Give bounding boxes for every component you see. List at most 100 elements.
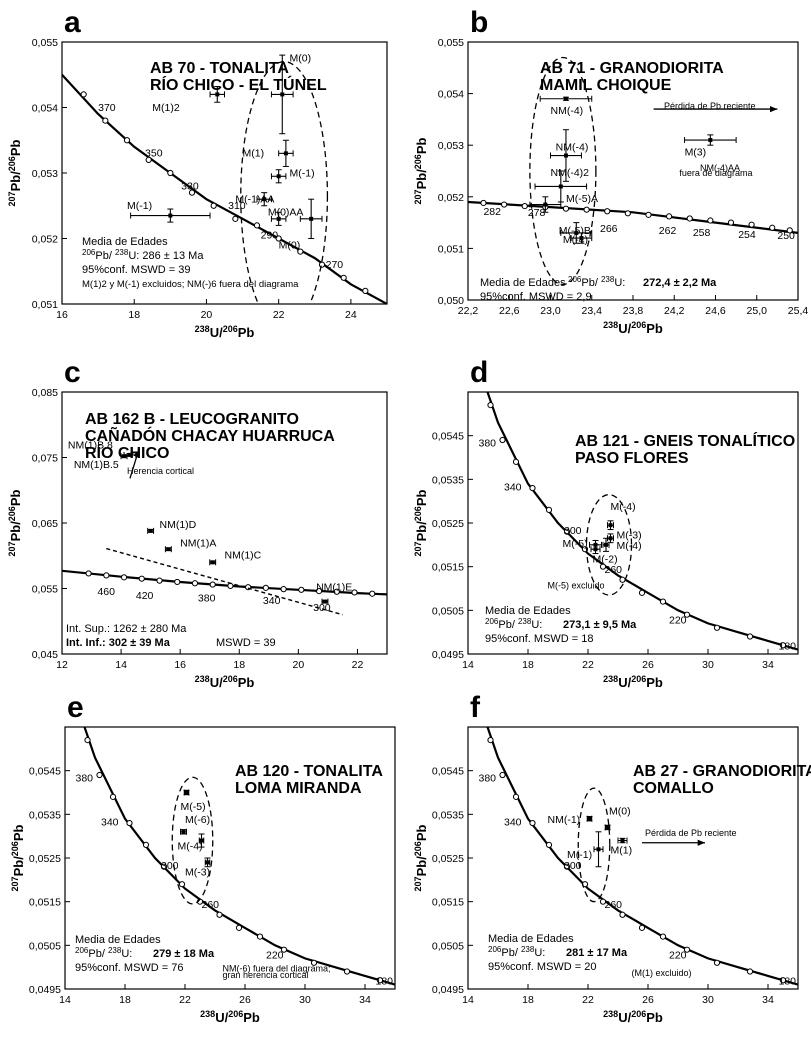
age-note-sup: 206: [485, 617, 499, 626]
point-label: M(-3): [617, 529, 642, 541]
x-axis-label-part: 238: [603, 674, 618, 684]
concordia-age-marker: [683, 946, 691, 953]
point-marker: [276, 174, 281, 179]
concordia-age-marker: [499, 436, 506, 444]
concordia-age-marker: [619, 911, 626, 918]
concordia-age-marker: [188, 189, 196, 196]
data-point: [183, 789, 190, 796]
concordia-curve: [486, 727, 798, 986]
age-note-sup: 206: [75, 946, 89, 955]
point-label: M(0): [609, 805, 631, 817]
concordia-age-marker: [80, 91, 87, 98]
data-point: [198, 833, 205, 848]
data-point: [164, 546, 172, 553]
concordia-age-marker: [96, 771, 103, 779]
concordia-age-marker: [362, 287, 369, 294]
concordia-age-marker: [275, 235, 282, 242]
age-label: 300: [564, 860, 582, 872]
y-tick-label: 0,051: [438, 243, 464, 255]
point-label: M(-1): [127, 200, 152, 212]
concordia-age-marker: [487, 402, 494, 409]
age-note-part: 273,1 ± 9,5 Ma: [563, 619, 637, 631]
concordia-age-marker: [109, 793, 117, 800]
y-tick-label: 0,065: [32, 518, 58, 530]
concordia-age-marker: [713, 959, 721, 966]
discordia-line: [106, 547, 343, 616]
x-tick-label: 24,2: [664, 305, 685, 317]
age-label: 250: [777, 230, 795, 242]
age-label: 260: [605, 564, 623, 576]
age-note-part: 95%conf. MSWD = 2,9: [480, 291, 592, 303]
x-axis-label-part: 206: [631, 674, 646, 684]
point-label: M(-4): [611, 501, 636, 513]
x-tick-label: 20: [293, 659, 305, 671]
x-tick-label: 26: [642, 994, 654, 1006]
concordia-age-marker: [583, 206, 590, 213]
point-label: NM(1)A: [180, 538, 216, 550]
y-tick-label: 0,0495: [432, 649, 464, 661]
age-note: 206Pb/ 238U:: [488, 945, 545, 959]
data-point: [321, 598, 329, 605]
y-tick-label: 0,055: [32, 584, 58, 596]
age-note: 206Pb/ 238U:: [75, 946, 132, 960]
y-tick-label: 0,0505: [432, 940, 464, 952]
age-note-sup: 238: [115, 248, 129, 257]
y-tick-label: 0,054: [32, 103, 58, 115]
concordia-age-marker: [786, 227, 793, 234]
point-label: NM(1)B.8: [68, 439, 113, 451]
data-point: [180, 828, 187, 835]
y-tick-label: 0,0545: [432, 431, 464, 443]
x-tick-label: 34: [762, 659, 774, 671]
concordia-age-marker: [343, 968, 351, 975]
concordia-age-marker: [216, 911, 223, 918]
age-note-part: 95%conf. MSWD = 20: [488, 961, 597, 973]
arrow-head: [133, 449, 140, 458]
data-point: [607, 533, 614, 544]
y-axis-label-part: 207: [413, 189, 423, 204]
concordia-age-marker: [545, 506, 553, 513]
panel-letter: c: [64, 356, 81, 389]
age-label: 340: [504, 481, 522, 493]
point-label: M(-5)B: [559, 225, 591, 237]
x-axis-label-part: 238: [195, 324, 210, 334]
point-label: NM(-4)2: [551, 167, 590, 179]
x-tick-label: 18: [128, 309, 140, 321]
age-label: 340: [263, 595, 281, 607]
x-axis-label-part: 238: [195, 674, 210, 684]
y-tick-label: 0,055: [438, 37, 464, 49]
y-tick-label: 0,0525: [432, 853, 464, 865]
y-tick-label: 0,0535: [29, 809, 61, 821]
x-tick-label: 14: [462, 994, 474, 1006]
point-marker: [708, 138, 713, 143]
age-label: 380: [479, 438, 497, 450]
y-axis-label-part: Pb: [414, 824, 429, 841]
point-marker: [604, 542, 608, 547]
data-point: [684, 134, 737, 146]
age-note: 206Pb/ 238U:: [568, 275, 625, 289]
age-note: 95%conf. MSWD = 39: [82, 264, 191, 276]
concordia-age-marker: [512, 793, 520, 800]
point-marker: [605, 825, 610, 830]
data-grouping-ellipse: [577, 787, 611, 903]
data-point: [586, 815, 593, 822]
y-axis-label-part: Pb/: [8, 171, 23, 192]
panel-title: RÍO CHICO - EL TÚNEL: [150, 75, 327, 94]
concordia-age-marker: [85, 570, 92, 577]
age-label: 350: [145, 148, 163, 160]
concordia-age-marker: [351, 589, 358, 596]
point-marker: [127, 452, 132, 457]
data-point: [550, 129, 582, 182]
arrow-head: [697, 839, 705, 846]
age-note: Media de Edades: [82, 236, 168, 248]
age-note: M(1)2 y M(-1) excluidos; NM(-)6 fuera de…: [82, 279, 299, 290]
point-label: M(1): [611, 845, 633, 857]
data-grouping-ellipse: [529, 56, 597, 286]
age-note-part: Media de Edades: [75, 934, 161, 946]
age-note: 281 ± 17 Ma: [566, 947, 628, 959]
age-label: 310: [228, 200, 246, 212]
concordia-age-marker: [748, 221, 755, 228]
y-axis-label: 207Pb/206Pb: [7, 139, 23, 206]
age-note-part: :: [542, 947, 545, 959]
y-axis-label-part: Pb/: [414, 521, 429, 542]
